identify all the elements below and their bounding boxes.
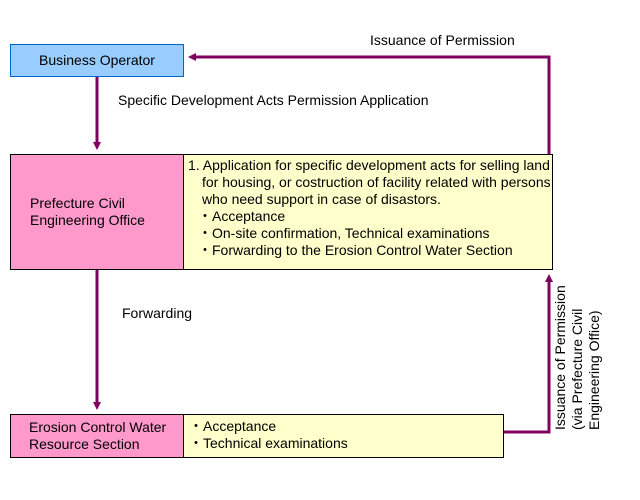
- detail-application-cont-1: for housing, or costruction of facility …: [202, 174, 551, 190]
- prefecture-office-line-2: Engineering Office: [30, 212, 145, 228]
- application-label: Specific Development Acts Permission App…: [118, 92, 429, 108]
- forwarding-label: Forwarding: [122, 305, 193, 321]
- arrow-issuance-top: [188, 53, 551, 154]
- detail-item-forwarding: ・Forwarding to the Erosion Control Water…: [198, 242, 513, 258]
- arrow-issuance-side: [504, 274, 553, 434]
- erosion-section-line-1: Erosion Control Water: [29, 419, 167, 435]
- issuance-side-line-3: Engineering Office): [586, 310, 602, 430]
- erosion-item-acceptance: ・Acceptance: [189, 418, 277, 434]
- business-operator-box: Business Operator: [10, 44, 184, 77]
- erosion-item-technical: ・Technical examinations: [189, 435, 348, 451]
- prefecture-office-box: Prefecture Civil Engineering Office: [10, 154, 184, 270]
- issuance-side-label: Issuance of Permission (via Prefecture C…: [552, 280, 602, 430]
- prefecture-office-line-1: Prefecture Civil: [30, 195, 125, 211]
- business-operator-label: Business Operator: [39, 52, 155, 68]
- erosion-section-box: Erosion Control Water Resource Section: [10, 414, 184, 458]
- detail-item-acceptance: ・Acceptance: [198, 208, 286, 224]
- detail-application-cont-2: who need support in case of disastors.: [202, 191, 441, 207]
- issuance-side-text: Issuance of Permission (via Prefecture C…: [552, 285, 603, 430]
- erosion-section-detail: ・Acceptance ・Technical examinations: [183, 414, 504, 458]
- detail-item-confirmation: ・On-site confirmation, Technical examina…: [198, 225, 490, 241]
- erosion-section-line-2: Resource Section: [29, 436, 140, 452]
- prefecture-office-detail: 1. Application for specific development …: [183, 154, 553, 270]
- issuance-top-label: Issuance of Permission: [370, 32, 515, 48]
- detail-application: 1. Application for specific development …: [188, 157, 550, 173]
- issuance-side-line-2: (via Prefecture Civil: [569, 308, 585, 430]
- issuance-side-line-1: Issuance of Permission: [552, 285, 568, 430]
